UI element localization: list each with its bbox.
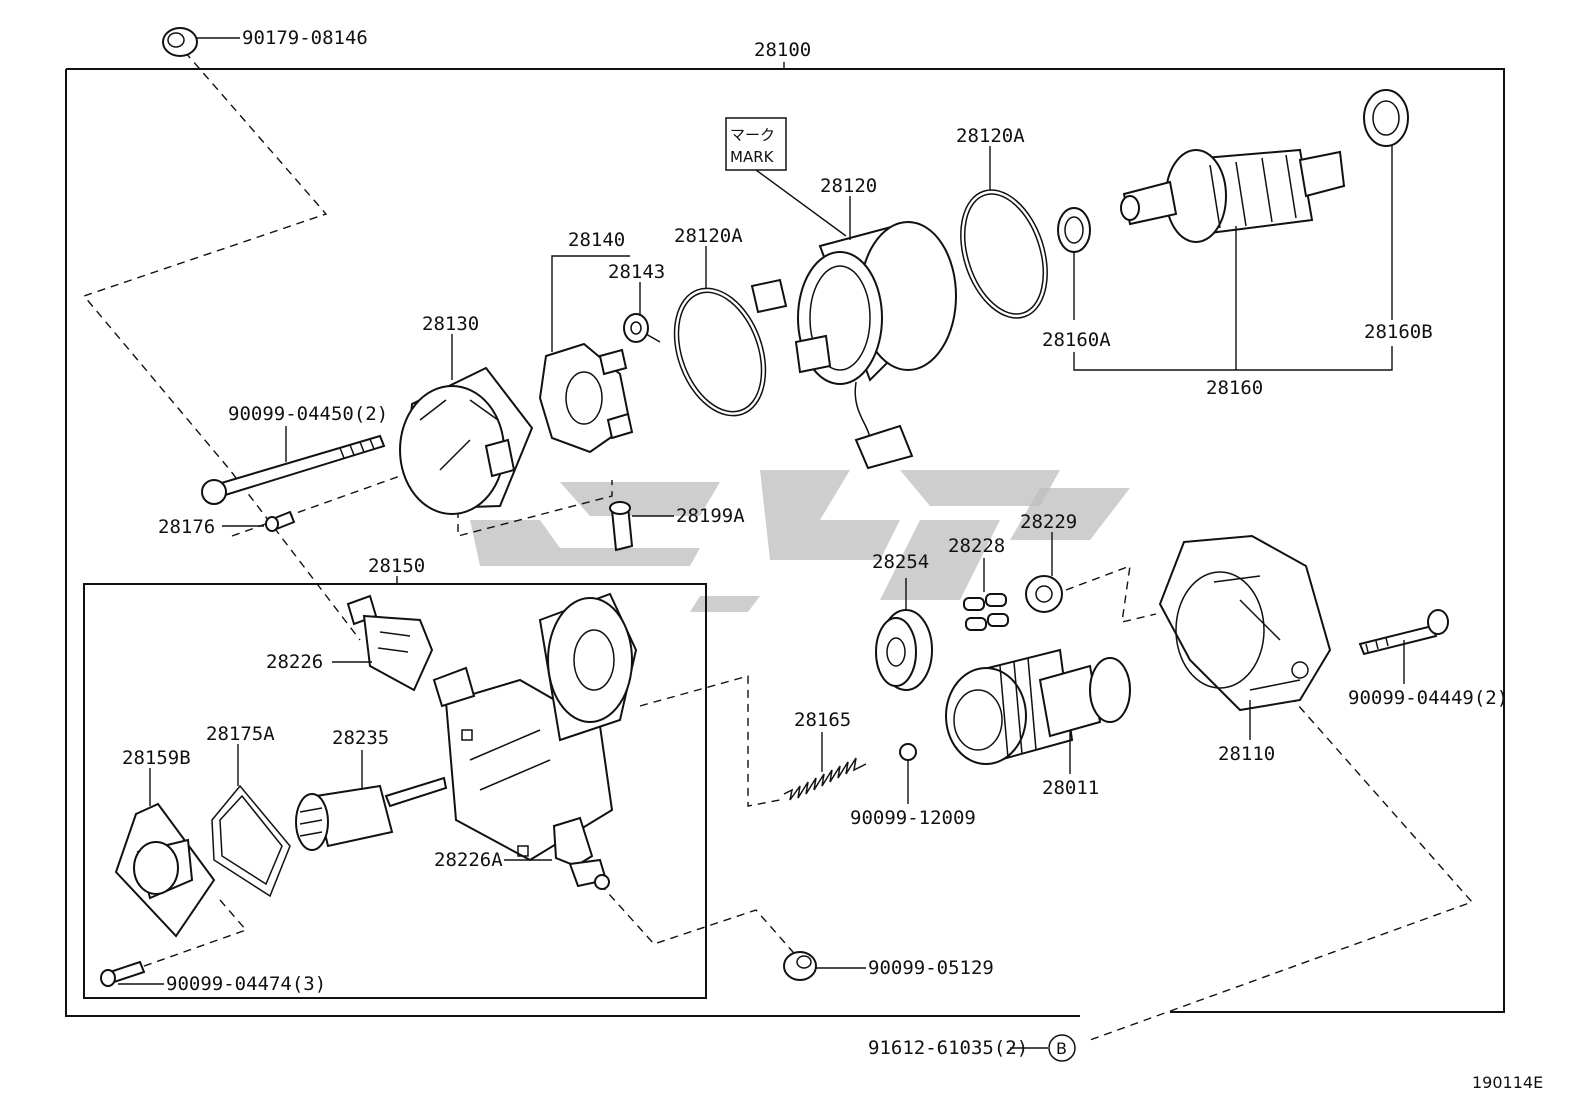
part-28011-starter-clutch: 28011 xyxy=(945,648,1131,799)
part-28120A-o-ring-top: 28120A xyxy=(956,125,1048,319)
label-28130: 28130 xyxy=(422,313,479,335)
label-90099-04474: 90099-04474(3) xyxy=(166,973,326,995)
label-28254: 28254 xyxy=(872,551,929,573)
callout-b-letter: B xyxy=(1056,1039,1067,1058)
part-28199A-bushing: 28199A xyxy=(609,501,745,552)
label-28150: 28150 xyxy=(368,555,425,577)
label-28175A: 28175A xyxy=(206,723,275,745)
mark-jp-text: マーク xyxy=(730,126,775,144)
part-28226A-terminal: 28226A xyxy=(434,816,610,890)
part-28159B-cover: 28159B xyxy=(114,747,216,938)
label-28143: 28143 xyxy=(608,261,665,283)
label-28159B: 28159B xyxy=(122,747,191,769)
label-28226A: 28226A xyxy=(434,849,503,871)
part-28160B-bearing: 28160B xyxy=(1363,89,1433,343)
part-28175A-gasket: 28175A xyxy=(206,723,291,898)
part-28235-plunger: 28235 xyxy=(295,727,448,851)
part-90099-05129-nut: 90099-05129 xyxy=(783,951,994,981)
label-28120: 28120 xyxy=(820,175,877,197)
bracket-28160: 28160 xyxy=(1073,346,1393,399)
part-magnetic-switch-housing xyxy=(432,592,638,862)
label-90099-12009: 90099-12009 xyxy=(850,807,976,829)
callout-b-circle xyxy=(1048,1034,1076,1062)
part-28226-terminal: 28226 xyxy=(266,594,434,692)
label-28120A-mid: 28120A xyxy=(674,225,743,247)
label-28228: 28228 xyxy=(948,535,1005,557)
watermark-logo xyxy=(470,470,1130,612)
label-28160B: 28160B xyxy=(1364,321,1433,343)
label-28120A-top: 28120A xyxy=(956,125,1025,147)
part-28160-armature xyxy=(1120,148,1346,370)
part-90099-12009-ball: 90099-12009 xyxy=(850,743,976,829)
part-28143-spring: 28143 xyxy=(608,261,665,343)
label-28235: 28235 xyxy=(332,727,389,749)
part-90099-04449-bolt: 90099-04449(2) xyxy=(1348,609,1508,709)
label-28176: 28176 xyxy=(158,516,215,538)
label-90099-05129: 90099-05129 xyxy=(868,957,994,979)
part-28120A-o-ring-mid: 28120A xyxy=(673,225,767,417)
label-91612-61035: 91612-61035(2) xyxy=(868,1037,1028,1059)
part-28254-gear: 28254 xyxy=(872,551,933,691)
part-90099-04450-bolt: 90099-04450(2) xyxy=(201,403,388,505)
mark-callout: マーク MARK xyxy=(725,117,847,237)
label-28199A: 28199A xyxy=(676,505,745,527)
label-28100: 28100 xyxy=(754,39,811,61)
part-28110-drive-housing: 28110 xyxy=(1158,534,1332,765)
part-28228-rollers: 28228 xyxy=(948,535,1009,631)
assembly-frame xyxy=(65,62,1505,1017)
label-90179-08146: 90179-08146 xyxy=(242,27,368,49)
part-28130-end-frame: 28130 xyxy=(399,313,534,515)
part-90179-08146-nut: 90179-08146 xyxy=(162,27,368,57)
label-28165: 28165 xyxy=(794,709,851,731)
sub-assembly-frame-28150 xyxy=(83,576,707,999)
part-28140-brush-holder: 28140 xyxy=(538,229,634,454)
label-28160A: 28160A xyxy=(1042,329,1111,351)
label-28229: 28229 xyxy=(1020,511,1077,533)
label-28011: 28011 xyxy=(1042,777,1099,799)
diagram-code: 190114E xyxy=(1472,1073,1543,1092)
label-28110: 28110 xyxy=(1218,743,1275,765)
label-90099-04450: 90099-04450(2) xyxy=(228,403,388,425)
part-28229-retainer: 28229 xyxy=(1020,511,1077,613)
part-28160A-bearing: 28160A xyxy=(1042,207,1111,351)
part-28120-yoke: 28120 xyxy=(750,175,957,470)
part-91612-61035-callout: 91612-61035(2) B xyxy=(868,1034,1076,1062)
label-28226: 28226 xyxy=(266,651,323,673)
label-28160: 28160 xyxy=(1206,377,1263,399)
label-90099-04449: 90099-04449(2) xyxy=(1348,687,1508,709)
part-28176-screw: 28176 xyxy=(158,510,296,538)
part-28165-spring: 28165 xyxy=(783,709,867,801)
mark-en-text: MARK xyxy=(730,148,775,166)
part-90099-04474-screw: 90099-04474(3) xyxy=(100,960,326,995)
label-28140: 28140 xyxy=(568,229,625,251)
